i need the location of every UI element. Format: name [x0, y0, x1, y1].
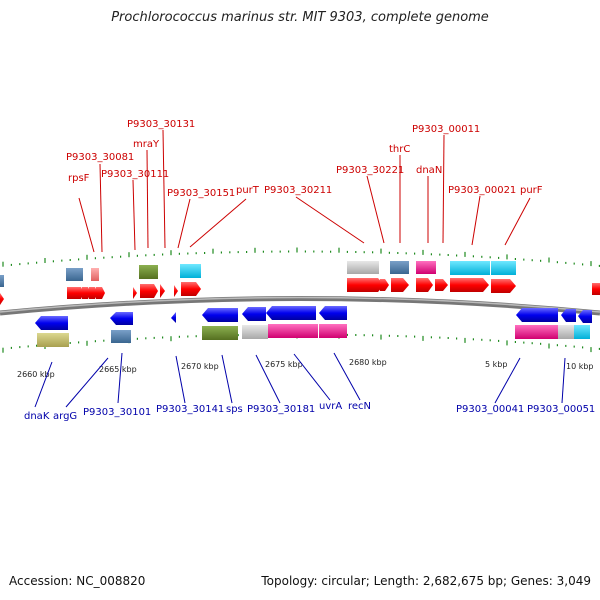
- gene-label-P9303_30151[interactable]: P9303_30151: [167, 188, 235, 199]
- gene-label-mraY[interactable]: mraY: [133, 139, 160, 150]
- map-title: Prochlorococcus marinus str. MIT 9303, c…: [111, 10, 489, 25]
- scale-label: 2660 kbp: [17, 370, 55, 379]
- gene-arrow[interactable]: [35, 316, 68, 330]
- gene-label-purT[interactable]: purT: [236, 185, 260, 196]
- gene-box[interactable]: [66, 268, 83, 281]
- gene-label-uvrA[interactable]: uvrA: [319, 401, 342, 412]
- gene-label-thrC[interactable]: thrC: [389, 144, 410, 155]
- gene-label-P9303_30131[interactable]: P9303_30131: [127, 119, 195, 130]
- gene-label-purF[interactable]: purF: [520, 185, 543, 196]
- gene-box[interactable]: [574, 325, 590, 339]
- scale-label: 2665 kbp: [99, 365, 137, 374]
- gene-box[interactable]: [180, 264, 201, 278]
- gene-box[interactable]: [139, 265, 158, 279]
- gene-label-P9303_30141[interactable]: P9303_30141: [156, 404, 224, 415]
- gene-box[interactable]: [268, 324, 318, 338]
- forward-label-text: rpsF P9303_30081 mraY P9303_30131 P9303_…: [66, 119, 543, 199]
- scale-label: 10 kbp: [566, 362, 594, 371]
- forward-labels: [78, 129, 531, 253]
- gene-arrow[interactable]: [319, 306, 347, 320]
- topology-text: Topology: circular; Length: 2,682,675 bp…: [261, 574, 591, 588]
- gene-arrow[interactable]: [160, 284, 165, 298]
- gene-arrow[interactable]: [171, 312, 176, 323]
- lower-tick-row: [2, 333, 600, 353]
- gene-box[interactable]: [450, 261, 490, 275]
- gene-arrow[interactable]: [0, 293, 4, 305]
- gene-label-P9303_00021[interactable]: P9303_00021: [448, 185, 516, 196]
- gene-box[interactable]: [347, 261, 379, 274]
- scale-labels: 2660 kbp 2665 kbp 2670 kbp 2675 kbp 2680…: [17, 358, 594, 379]
- gene-arrow[interactable]: [380, 279, 389, 291]
- gene-box[interactable]: [37, 333, 69, 347]
- gene-arrow[interactable]: [140, 284, 158, 298]
- gene-arrow[interactable]: [89, 287, 98, 299]
- gene-label-P9303_30101[interactable]: P9303_30101: [83, 407, 151, 418]
- gene-box[interactable]: [390, 261, 409, 274]
- gene-box[interactable]: [0, 275, 4, 287]
- gene-label-P9303_30081[interactable]: P9303_30081: [66, 152, 134, 163]
- gene-box[interactable]: [592, 283, 600, 295]
- scale-label: 2680 kbp: [349, 358, 387, 367]
- gene-label-P9303_30211[interactable]: P9303_30211: [264, 185, 332, 196]
- gene-arrow[interactable]: [391, 278, 409, 292]
- gene-label-sps[interactable]: sps: [226, 404, 243, 415]
- gene-arrow[interactable]: [561, 309, 576, 322]
- scale-label: 5 kbp: [485, 360, 507, 369]
- scale-label: 2670 kbp: [181, 362, 219, 371]
- gene-box[interactable]: [491, 261, 516, 275]
- scale-label: 2675 kbp: [265, 360, 303, 369]
- gene-label-dnaK[interactable]: dnaK: [24, 411, 50, 422]
- forward-genes: [0, 261, 600, 305]
- gene-label-argG[interactable]: argG: [53, 411, 77, 422]
- gene-arrow[interactable]: [435, 279, 448, 291]
- gene-label-P9303_00051[interactable]: P9303_00051: [527, 404, 595, 415]
- gene-label-rpsF[interactable]: rpsF: [68, 173, 90, 184]
- gene-arrow[interactable]: [416, 278, 433, 292]
- gene-box[interactable]: [319, 324, 347, 338]
- gene-arrow[interactable]: [174, 285, 178, 297]
- gene-box[interactable]: [111, 330, 131, 343]
- accession-text: Accession: NC_008820: [9, 574, 146, 588]
- gene-label-P9303_30111[interactable]: P9303_30111: [101, 169, 169, 180]
- gene-label-P9303_30181[interactable]: P9303_30181: [247, 404, 315, 415]
- gene-arrow[interactable]: [202, 308, 238, 322]
- gene-arrow[interactable]: [67, 287, 84, 299]
- gene-arrow[interactable]: [516, 308, 558, 322]
- gene-label-P9303_00041[interactable]: P9303_00041: [456, 404, 524, 415]
- gene-arrow[interactable]: [491, 279, 516, 293]
- gene-arrow[interactable]: [266, 306, 316, 320]
- gene-box[interactable]: [416, 261, 436, 274]
- reverse-genes: [35, 306, 592, 347]
- gene-arrow[interactable]: [110, 312, 133, 325]
- gene-arrow[interactable]: [242, 307, 266, 321]
- reverse-label-text: dnaK argG P9303_30101 P9303_30141 sps P9…: [24, 401, 595, 422]
- gene-arrow[interactable]: [578, 310, 592, 323]
- gene-arrow[interactable]: [450, 278, 489, 292]
- gene-arrow[interactable]: [347, 278, 384, 292]
- reverse-labels: [34, 352, 566, 408]
- gene-arrow[interactable]: [96, 287, 105, 299]
- gene-label-dnaN[interactable]: dnaN: [416, 165, 442, 176]
- gene-box[interactable]: [558, 325, 574, 339]
- upper-tick-row: [2, 247, 600, 267]
- genome-backbone: [0, 296, 600, 316]
- gene-arrow[interactable]: [181, 282, 201, 296]
- gene-box[interactable]: [242, 325, 268, 339]
- gene-arrow[interactable]: [82, 287, 91, 299]
- gene-box[interactable]: [91, 268, 99, 281]
- gene-arrow[interactable]: [133, 287, 137, 299]
- gene-box[interactable]: [515, 325, 558, 339]
- gene-box[interactable]: [202, 326, 238, 340]
- gene-label-P9303_00011[interactable]: P9303_00011: [412, 124, 480, 135]
- gene-label-P9303_30221[interactable]: P9303_30221: [336, 165, 404, 176]
- gene-label-recN[interactable]: recN: [348, 401, 371, 412]
